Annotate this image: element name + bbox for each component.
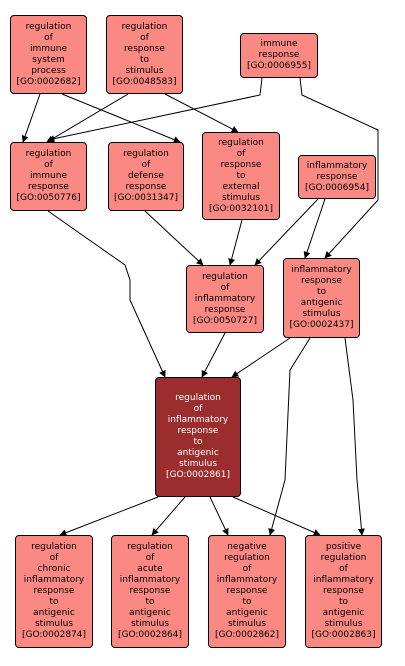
node-go-0002874[interactable]: regulation of chronic inflammatory respo… [15,535,93,648]
edge [46,93,129,143]
node-label: inflammatory response to antigenic stimu… [289,265,354,330]
edge [201,332,226,378]
node-go-0050776[interactable]: regulation of immune response [GO:005077… [10,142,87,211]
node-label: regulation of response to stimulus [GO:0… [112,21,177,87]
node-label: regulation of immune response [GO:005077… [16,149,81,203]
edge [231,337,291,378]
node-label: regulation of inflammatory response to a… [165,393,231,480]
edge [47,210,166,378]
node-go-0002864[interactable]: regulation of acute inflammatory respons… [111,535,189,648]
node-go-0050727[interactable]: regulation of inflammatory response [GO:… [186,265,264,333]
node-label: positive regulation of inflammatory resp… [311,542,376,640]
node-label: regulation of defense response [GO:00313… [113,149,179,203]
node-go-0032101[interactable]: regulation of response to external stimu… [202,132,280,220]
node-go-0031347[interactable]: regulation of defense response [GO:00313… [108,142,184,211]
edge [47,77,263,143]
edge [268,337,311,536]
edge [59,496,159,536]
node-go-0002437[interactable]: inflammatory response to antigenic stimu… [283,258,360,338]
node-label: negative regulation of inflammatory resp… [214,542,280,640]
node-label: regulation of response to external stimu… [208,137,274,214]
node-go-0002862[interactable]: negative regulation of inflammatory resp… [208,535,286,648]
edge [164,93,239,133]
node-label: inflammatory response [GO:0006954] [304,160,370,193]
edge [232,496,321,536]
edge [303,198,326,259]
edge [61,93,181,143]
edge [209,496,229,536]
edge [151,496,186,536]
node-go-0006955[interactable]: immune response [GO:0006955] [240,33,318,78]
node-label: regulation of chronic inflammatory respo… [21,542,87,640]
edge [299,77,379,259]
edge [344,337,365,536]
node-go-0002863[interactable]: positive regulation of inflammatory resp… [305,535,382,648]
node-go-0048583[interactable]: regulation of response to stimulus [GO:0… [106,15,183,94]
node-label: regulation of inflammatory response [GO:… [192,271,258,326]
edge [228,219,243,266]
edge [254,198,319,266]
node-go-0006954[interactable]: inflammatory response [GO:0006954] [298,155,376,199]
node-label: regulation of acute inflammatory respons… [117,542,183,640]
node-go-0002861-focus[interactable]: regulation of inflammatory response to a… [155,377,241,497]
edge [21,93,41,143]
edge [144,210,204,266]
node-label: immune response [GO:0006955] [246,39,312,71]
node-go-0002682[interactable]: regulation of immune system process [GO:… [10,15,87,94]
node-label: regulation of immune system process [GO:… [16,21,81,87]
